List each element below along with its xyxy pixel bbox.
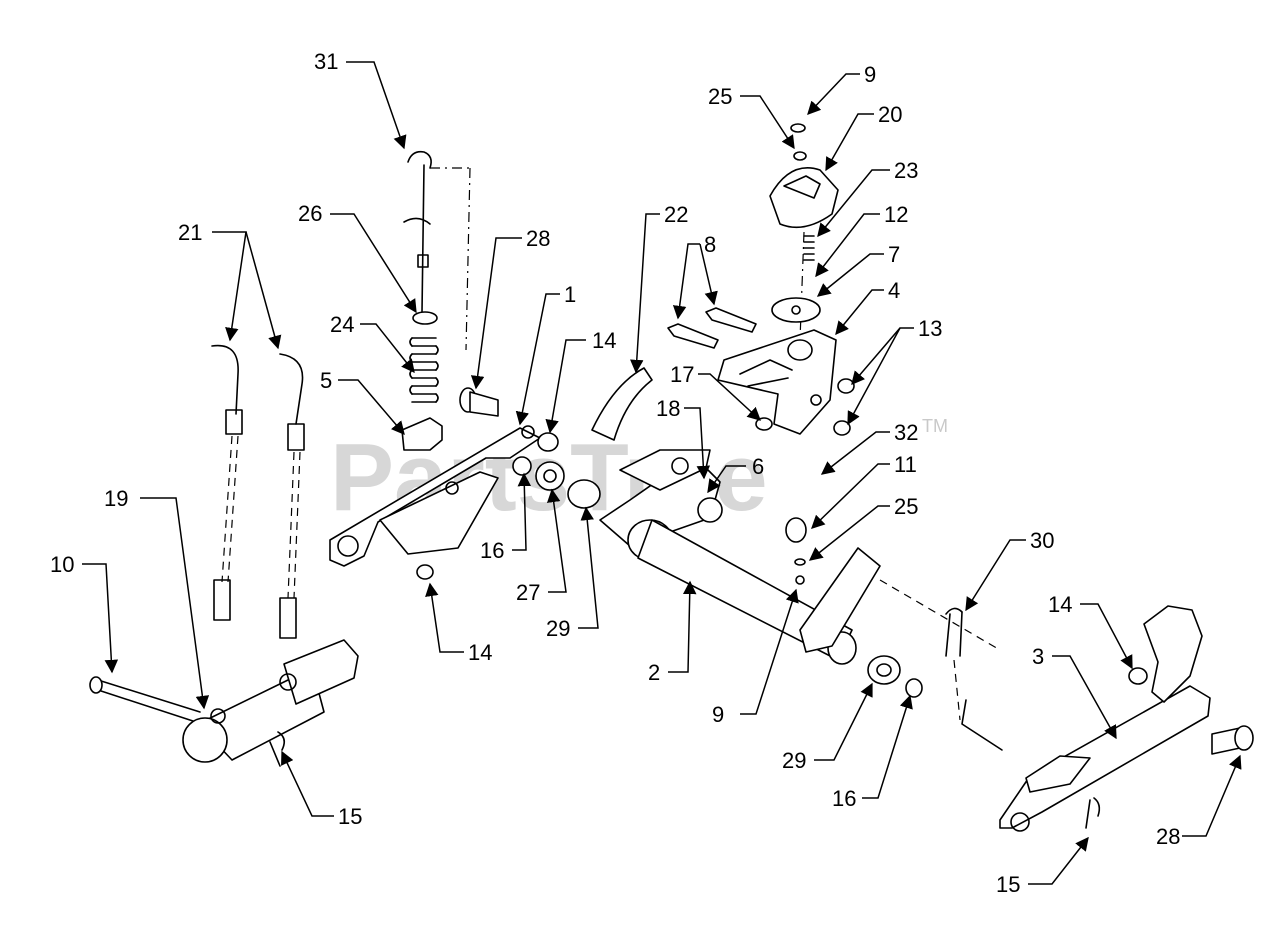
callout-30: 30 [1030,528,1054,553]
callout-10: 10 [50,552,74,577]
callout-16-left: 16 [480,538,504,563]
part-25-washer-b [794,558,806,566]
callout-16-right: 16 [832,786,856,811]
part-26-washer [412,311,438,325]
callout-25-right: 25 [894,494,918,519]
part-22-segment [591,367,653,441]
callout-2: 2 [648,660,660,685]
part-1-control-arm [329,425,541,580]
callout-25-top: 25 [708,84,732,109]
part-29-bushing-b [867,655,901,685]
part-24-spring [409,337,439,403]
callout-6: 6 [752,454,764,479]
part-13-nut-b [833,420,851,436]
part-11-spacer [785,517,807,543]
callout-24: 24 [330,312,354,337]
part-28-pin-left [459,387,499,417]
part-3-arm [999,605,1211,832]
part-23-spring [803,235,815,261]
part-13-nut-a [837,378,855,394]
part-8-bolt-a [667,323,719,349]
callout-8: 8 [704,232,716,257]
callout-28-left: 28 [526,226,550,251]
part-17-nut [755,417,773,431]
callout-23: 23 [894,158,918,183]
part-16-ring-a [512,456,532,476]
part-29-bushing-a [567,479,601,509]
part-2-arm [799,547,881,653]
callout-17: 17 [670,362,694,387]
callout-leaders [82,61,1242,885]
part-9-nut-b [795,575,805,585]
callout-28-right: 28 [1156,824,1180,849]
callout-22: 22 [664,202,688,227]
callout-7: 7 [888,242,900,267]
callout-32: 32 [894,420,918,445]
callout-13: 13 [918,316,942,341]
part-21-cables [211,344,305,639]
callout-20: 20 [878,102,902,127]
callout-14-right: 14 [1048,592,1072,617]
callout-11: 11 [894,452,917,477]
part-drawings [89,123,1254,832]
callout-26: 26 [298,201,322,226]
part-27-washer [535,461,565,491]
callout-labels: 31 21 26 28 1 24 5 14 19 10 16 27 29 14 … [50,49,1180,897]
part-5-clip [401,417,443,451]
callout-15-left: 15 [338,804,362,829]
callout-14-top: 14 [592,328,616,353]
part-19-pivot [89,639,359,767]
callout-3: 3 [1032,644,1044,669]
part-8-bolt-b [705,307,757,333]
callout-14-left: 14 [468,640,492,665]
part-14-nut-a [537,432,559,452]
callout-18: 18 [656,396,680,421]
callout-29-right: 29 [782,748,806,773]
part-28-pin-right [1211,725,1254,755]
callout-9-top: 9 [864,62,876,87]
part-16-ring-b [905,678,923,698]
part-7-plate [771,297,821,323]
callout-1: 1 [564,282,576,307]
part-30-link [945,607,1003,751]
callout-27: 27 [516,580,540,605]
callout-9-bottom: 9 [712,702,724,727]
watermark-tm: TM [922,416,948,436]
part-31-rod [403,150,471,351]
part-2-shaft [599,449,857,665]
callout-4: 4 [888,278,900,303]
callout-31: 31 [314,49,338,74]
callout-15-right: 15 [996,872,1020,897]
callout-12: 12 [884,202,908,227]
callout-5: 5 [320,368,332,393]
part-4-bracket [717,329,837,435]
callout-21: 21 [178,220,202,245]
callout-19: 19 [104,486,128,511]
callout-29-left: 29 [546,616,570,641]
